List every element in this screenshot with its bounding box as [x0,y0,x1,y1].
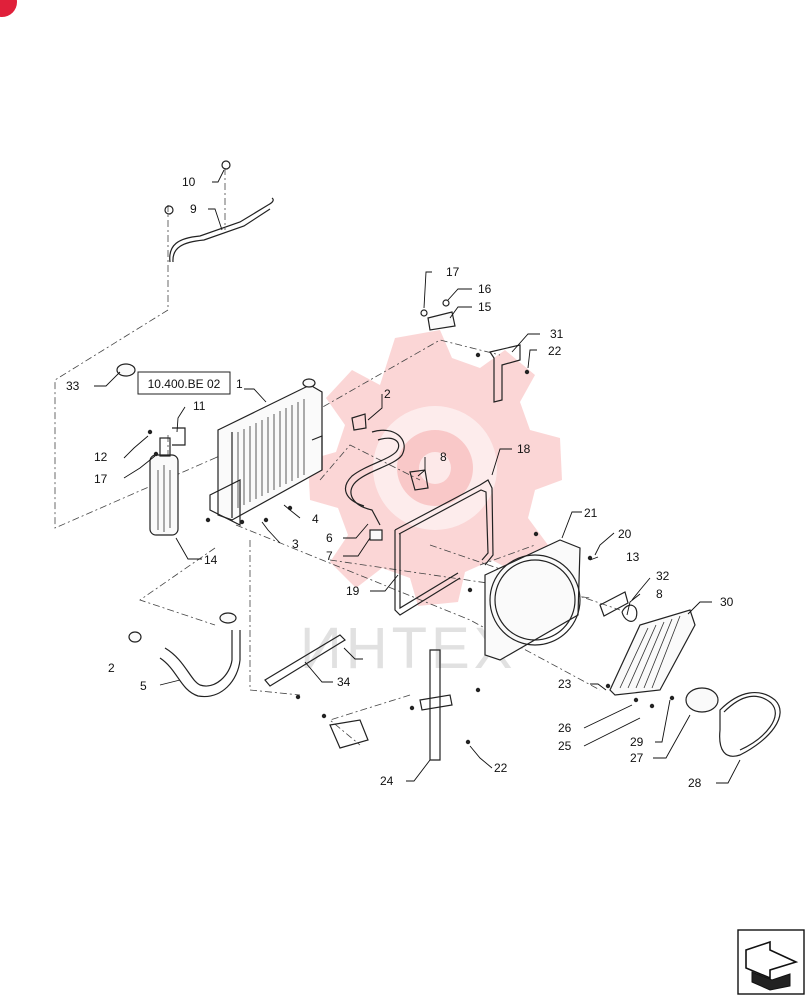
reference-box[interactable] [137,371,231,395]
callout-33: 33 [66,379,80,393]
callout-labels: 1 2 2 3 4 5 6 7 8 8 9 10 11 12 13 14 15 … [66,175,734,790]
watermark-text: ИНТЕХ [300,616,516,681]
brand-badge-icon [0,0,17,17]
callout-leaders [94,169,741,784]
side-bracket [489,344,521,403]
callout-24: 24 [380,774,394,788]
callout-2a: 2 [384,387,391,401]
callout-22b: 22 [494,761,508,775]
next-page-arrow-icon[interactable] [737,929,805,995]
callout-7: 7 [326,549,333,563]
callout-14: 14 [204,553,218,567]
callout-9: 9 [190,202,197,216]
callout-17b: 17 [94,472,108,486]
overflow-hose [164,160,274,263]
callout-2b: 2 [108,661,115,675]
hose-clamp-upper [409,469,429,491]
drive-belt [719,692,781,757]
top-bracket [427,311,456,331]
fan-hub [599,591,629,617]
hose-clamp-2 [351,413,367,431]
callout-1: 1 [236,377,243,391]
callout-19: 19 [346,584,360,598]
callout-15: 15 [478,300,492,314]
callout-17a: 17 [446,265,460,279]
callout-34: 34 [337,675,351,689]
callout-28: 28 [688,776,702,790]
seal-strips [394,479,494,616]
callout-23: 23 [558,677,572,691]
radiator [209,378,323,526]
fasteners [147,352,675,745]
callout-12: 12 [94,450,108,464]
callout-5: 5 [140,679,147,693]
reference-box-label: 10.400.BE 02 [148,377,221,391]
fan-guard [609,609,696,696]
lower-radiator-hose [128,612,241,698]
callout-13: 13 [626,550,640,564]
assembly-lines [54,168,621,746]
expansion-tank [149,427,186,536]
callout-30: 30 [720,595,734,609]
callout-3: 3 [292,537,299,551]
callout-11: 11 [193,399,206,413]
callout-8b: 8 [656,587,663,601]
callout-29: 29 [630,735,644,749]
callout-6: 6 [326,531,333,545]
callout-27: 27 [630,751,644,765]
fan-pulley [685,687,719,713]
callout-21: 21 [584,506,598,520]
support-brace [264,634,346,687]
callout-31: 31 [550,327,564,341]
upper-radiator-hose [344,429,405,541]
callout-8a: 8 [440,450,447,464]
fan-shroud [484,539,581,661]
callout-25: 25 [558,739,572,753]
bolt-16 [442,299,450,307]
callout-18: 18 [517,442,531,456]
callout-22a: 22 [548,344,562,358]
callout-26: 26 [558,721,572,735]
bolt-17-top [420,309,428,317]
callout-10: 10 [182,175,196,189]
callout-20: 20 [618,527,632,541]
radiator-cap [116,363,136,377]
hose-clamp-fan [621,604,638,622]
callout-4: 4 [312,512,319,526]
lower-bracket [329,649,453,761]
callout-32: 32 [656,569,670,583]
callout-16: 16 [478,282,492,296]
